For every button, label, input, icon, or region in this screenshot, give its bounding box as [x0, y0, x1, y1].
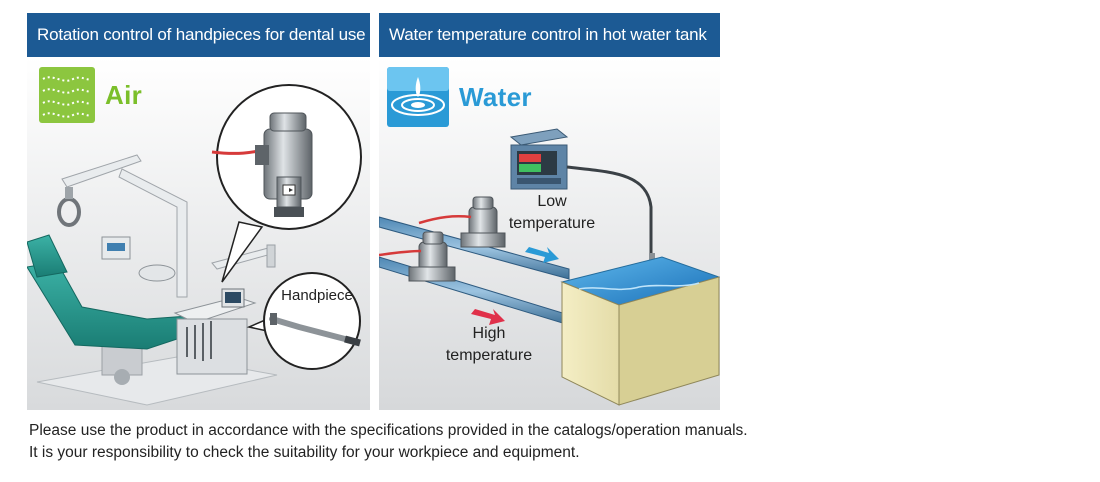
- low-label-line1: Low: [537, 193, 567, 210]
- dental-panel: Rotation control of handpieces for denta…: [27, 13, 370, 410]
- water-panel-title: Water temperature control in hot water t…: [379, 13, 720, 57]
- water-badge: Water: [387, 67, 532, 127]
- dental-panel-title: Rotation control of handpieces for denta…: [27, 13, 370, 57]
- air-badge: Air: [39, 67, 142, 123]
- dental-chair-illustration: [27, 57, 370, 410]
- handpiece-label: Handpiece: [281, 287, 353, 304]
- high-label-line2: temperature: [445, 347, 533, 364]
- low-temperature-label: Low temperature: [497, 191, 607, 235]
- water-illustration-area: Water Low temperature High temperature: [379, 57, 720, 410]
- air-icon: [39, 67, 95, 123]
- air-label: Air: [105, 79, 143, 110]
- low-temp-valve: [418, 196, 506, 248]
- dental-illustration-area: Air Handpiece: [27, 57, 370, 410]
- disclaimer-line-1: Please use the product in accordance wit…: [29, 422, 748, 439]
- high-label-line1: High: [472, 325, 506, 342]
- low-label-line2: temperature: [508, 215, 596, 232]
- low-temp-arrow: [525, 247, 559, 263]
- disclaimer-line-2: It is your responsibility to check the s…: [29, 444, 580, 461]
- high-temp-arrow: [471, 309, 505, 325]
- water-panel: Water temperature control in hot water t…: [379, 13, 720, 410]
- water-drop-icon: [387, 67, 449, 127]
- water-label: Water: [459, 81, 532, 112]
- high-temperature-label: High temperature: [434, 323, 544, 367]
- disclaimer: Please use the product in accordance wit…: [29, 420, 748, 464]
- high-temp-valve: [379, 231, 456, 282]
